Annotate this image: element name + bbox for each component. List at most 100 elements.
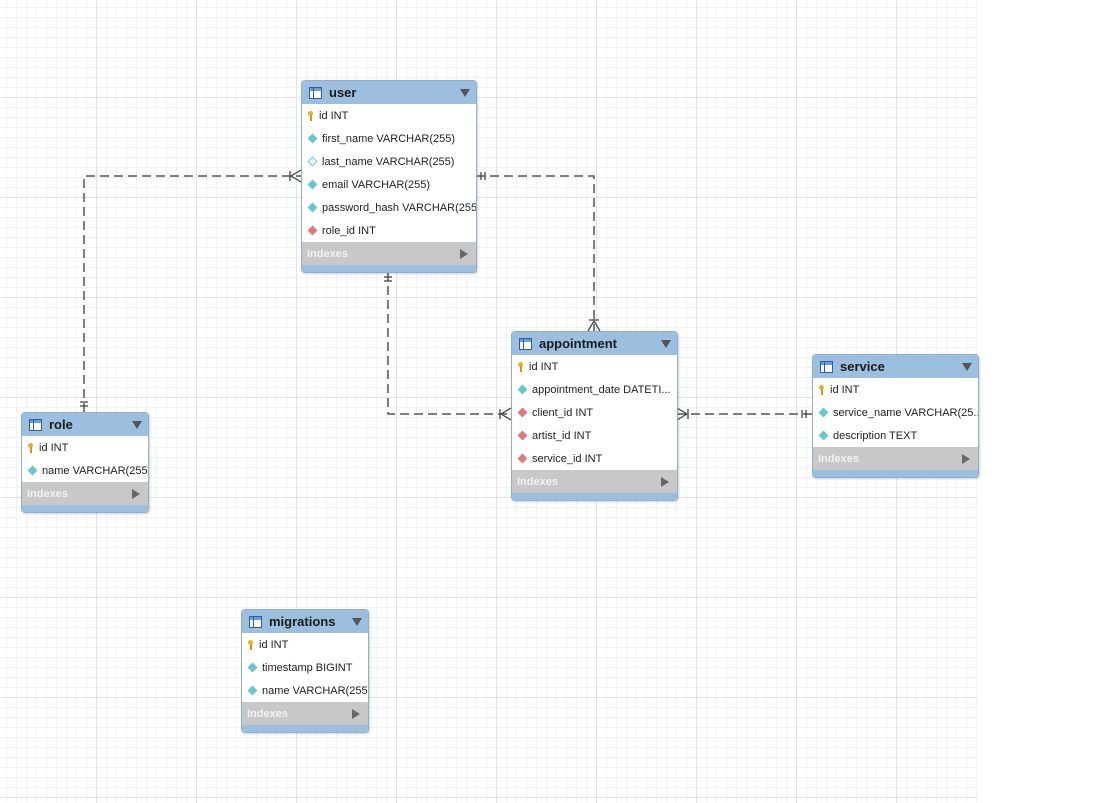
column-label: name VARCHAR(255) <box>262 684 368 697</box>
table-icon <box>309 86 322 99</box>
column-row[interactable]: description TEXT <box>813 424 978 447</box>
column-label: password_hash VARCHAR(255) <box>322 201 476 214</box>
entity-migrations[interactable]: migrations id INT timestamp BIGINT name … <box>241 609 369 733</box>
many-cardinality-marker-appointment-top <box>587 319 601 332</box>
column-row[interactable]: password_hash VARCHAR(255) <box>302 196 476 219</box>
diamond-icon <box>307 179 318 190</box>
column-row[interactable]: appointment_date DATETI... <box>512 378 677 401</box>
diagram-canvas[interactable]: user id INT first_name VARCHAR(255) last… <box>0 0 979 803</box>
one-cardinality-marker-user-bottom <box>384 276 392 282</box>
column-row[interactable]: artist_id INT <box>512 424 677 447</box>
column-row[interactable]: id INT <box>512 355 677 378</box>
diamond-icon <box>307 133 318 144</box>
column-row[interactable]: name VARCHAR(255) <box>22 459 148 482</box>
relationship-user-appointment-client <box>387 272 511 415</box>
table-icon <box>519 337 532 350</box>
key-icon <box>28 442 33 453</box>
entity-header[interactable]: user <box>302 81 476 104</box>
column-row[interactable]: id INT <box>302 104 476 127</box>
indexes-label: Indexes <box>247 707 288 720</box>
column-label: id INT <box>259 638 289 651</box>
entity-header[interactable]: migrations <box>242 610 368 633</box>
diamond-icon <box>307 156 318 167</box>
column-row[interactable]: service_id INT <box>512 447 677 470</box>
indexes-section[interactable]: Indexes <box>813 447 978 470</box>
entity-header[interactable]: role <box>22 413 148 436</box>
triangle-down-icon[interactable] <box>352 617 362 626</box>
column-row[interactable]: id INT <box>22 436 148 459</box>
entity-title: appointment <box>539 336 617 351</box>
column-label: id INT <box>39 441 69 454</box>
triangle-right-icon[interactable] <box>661 476 669 487</box>
table-icon <box>29 418 42 431</box>
column-label: artist_id INT <box>532 429 592 442</box>
indexes-label: Indexes <box>307 247 348 260</box>
column-label: first_name VARCHAR(255) <box>322 132 456 145</box>
table-icon <box>249 615 262 628</box>
diamond-icon <box>818 430 829 441</box>
column-label: id INT <box>529 360 559 373</box>
column-label: id INT <box>830 383 860 396</box>
key-icon <box>248 639 253 650</box>
column-row[interactable]: email VARCHAR(255) <box>302 173 476 196</box>
entity-service[interactable]: service id INT service_name VARCHAR(25..… <box>812 354 979 478</box>
entity-header[interactable]: appointment <box>512 332 677 355</box>
diamond-icon <box>517 430 528 441</box>
triangle-right-icon[interactable] <box>352 708 360 719</box>
triangle-right-icon[interactable] <box>460 248 468 259</box>
column-label: client_id INT <box>532 406 594 419</box>
indexes-section[interactable]: Indexes <box>242 702 368 725</box>
relationship-user-appointment-artist <box>476 175 595 331</box>
entity-footer <box>512 493 677 500</box>
diamond-icon <box>517 384 528 395</box>
diamond-icon <box>307 202 318 213</box>
entity-title: service <box>840 359 885 374</box>
column-label: email VARCHAR(255) <box>322 178 430 191</box>
entity-title: user <box>329 85 357 100</box>
key-icon <box>308 110 313 121</box>
column-label: service_id INT <box>532 452 603 465</box>
column-label: appointment_date DATETI... <box>532 383 671 396</box>
diamond-icon <box>247 662 258 673</box>
column-label: last_name VARCHAR(255) <box>322 155 455 168</box>
triangle-down-icon[interactable] <box>962 362 972 371</box>
column-row[interactable]: last_name VARCHAR(255) <box>302 150 476 173</box>
triangle-right-icon[interactable] <box>962 453 970 464</box>
column-row[interactable]: timestamp BIGINT <box>242 656 368 679</box>
one-cardinality-marker-service <box>801 410 807 418</box>
entity-user[interactable]: user id INT first_name VARCHAR(255) last… <box>301 80 477 273</box>
column-label: id INT <box>319 109 349 122</box>
column-row[interactable]: id INT <box>242 633 368 656</box>
column-label: timestamp BIGINT <box>262 661 353 674</box>
many-cardinality-marker-appointment-right <box>676 407 689 421</box>
triangle-down-icon[interactable] <box>661 339 671 348</box>
triangle-down-icon[interactable] <box>460 88 470 97</box>
entity-footer <box>813 470 978 477</box>
triangle-right-icon[interactable] <box>132 488 140 499</box>
diamond-icon <box>517 407 528 418</box>
key-icon <box>518 361 523 372</box>
triangle-down-icon[interactable] <box>132 420 142 429</box>
relationship-role-user <box>83 175 301 412</box>
table-icon <box>820 360 833 373</box>
entity-role[interactable]: role id INT name VARCHAR(255) Indexes <box>21 412 149 513</box>
entity-footer <box>242 725 368 732</box>
column-row[interactable]: id INT <box>813 378 978 401</box>
diamond-icon <box>27 465 38 476</box>
column-row[interactable]: role_id INT <box>302 219 476 242</box>
column-row[interactable]: first_name VARCHAR(255) <box>302 127 476 150</box>
column-row[interactable]: name VARCHAR(255) <box>242 679 368 702</box>
column-label: name VARCHAR(255) <box>42 464 148 477</box>
entity-header[interactable]: service <box>813 355 978 378</box>
column-label: role_id INT <box>322 224 376 237</box>
diamond-icon <box>307 225 318 236</box>
one-cardinality-marker-role <box>80 401 88 407</box>
column-row[interactable]: service_name VARCHAR(25... <box>813 401 978 424</box>
indexes-section[interactable]: Indexes <box>302 242 476 265</box>
entity-appointment[interactable]: appointment id INT appointment_date DATE… <box>511 331 678 501</box>
indexes-section[interactable]: Indexes <box>512 470 677 493</box>
indexes-section[interactable]: Indexes <box>22 482 148 505</box>
entity-title: migrations <box>269 614 336 629</box>
column-row[interactable]: client_id INT <box>512 401 677 424</box>
many-cardinality-marker-appointment-left <box>499 407 512 421</box>
